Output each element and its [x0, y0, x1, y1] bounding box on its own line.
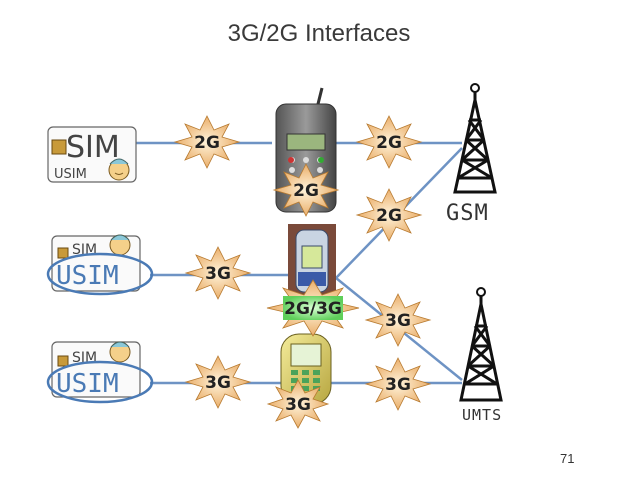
face-icon — [109, 341, 131, 363]
umts-tower-icon — [459, 287, 503, 402]
face-icon — [109, 234, 131, 256]
burst-b5: 3G — [184, 246, 252, 300]
sim-card-3: SIM USIM — [46, 341, 154, 404]
burst-b2: 2G — [355, 115, 423, 169]
burst-b7: 3G — [364, 293, 432, 347]
burst-b8: 3G — [184, 355, 252, 409]
card2-bottom-label: USIM — [56, 261, 119, 291]
burst-b8-label: 3G — [205, 373, 231, 393]
card3-bottom-label: USIM — [56, 369, 119, 399]
burst-b4-label: 2G — [376, 206, 402, 226]
burst-b6-label: 2G/3G — [284, 299, 342, 319]
burst-b2-label: 2G — [376, 133, 402, 153]
burst-b5-label: 3G — [205, 264, 231, 284]
burst-b9: 3G — [364, 357, 432, 411]
phone-3g-icon — [280, 333, 332, 405]
slide-title: 3G/2G Interfaces — [227, 20, 411, 47]
burst-b10-label: 3G — [285, 395, 311, 415]
burst-b3-label: 2G — [293, 181, 319, 201]
burst-b3: 2G — [272, 163, 340, 217]
gsm-tower-icon — [453, 83, 497, 194]
sim-card-1: SIM USIM — [47, 126, 137, 183]
sim-card-2: SIM USIM — [46, 234, 154, 296]
gsm-label: GSM — [446, 201, 489, 226]
burst-b9-label: 3G — [385, 375, 411, 395]
umts-label: UMTS — [462, 406, 502, 424]
card1-top-label: SIM — [66, 130, 120, 165]
burst-b7-label: 3G — [385, 311, 411, 331]
card1-bottom-label: USIM — [54, 167, 87, 182]
burst-b10: 3G — [266, 379, 330, 429]
burst-b4: 2G — [355, 188, 423, 242]
burst-b1-label: 2G — [194, 133, 220, 153]
burst-b6: 2G/3G — [266, 279, 360, 337]
burst-b1: 2G — [173, 115, 241, 169]
page-number: 71 — [560, 451, 575, 466]
face-icon — [108, 158, 130, 181]
